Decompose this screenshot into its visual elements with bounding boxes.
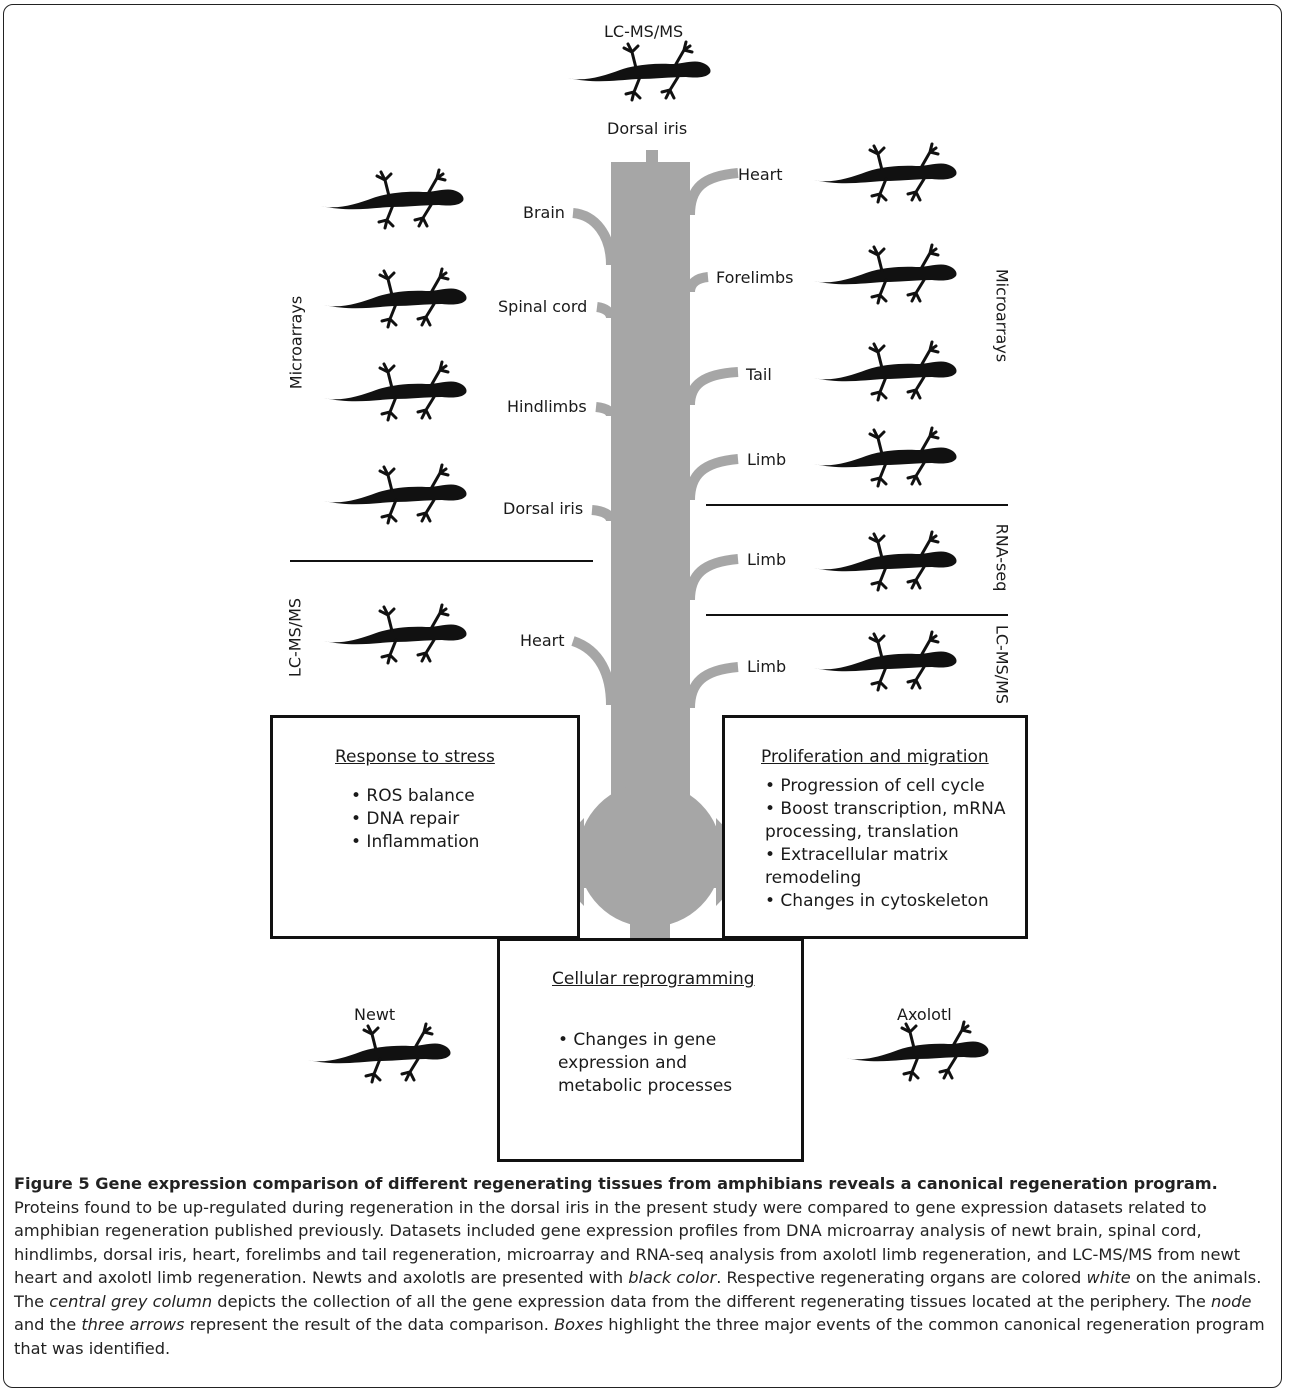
- central-column: [611, 162, 690, 842]
- branch-heart-right: [685, 168, 739, 216]
- stress-box-title: Response to stress: [335, 747, 495, 767]
- caption-text: and the: [14, 1315, 82, 1334]
- axolotl-icon-limb-1: [812, 426, 959, 488]
- label-spinal-cord: Spinal cord: [498, 297, 588, 316]
- top-stub: [646, 150, 658, 164]
- proliferation-box: Proliferation and migration • Progressio…: [722, 715, 1028, 939]
- figure-caption: Figure 5 Gene expression comparison of d…: [14, 1172, 1276, 1360]
- caption-text: . Respective regenerating organs are col…: [716, 1268, 1087, 1287]
- label-brain: Brain: [523, 203, 565, 222]
- branch-hindlimbs: [595, 402, 616, 417]
- branch-limb-2: [685, 554, 739, 601]
- branch-forelimbs: [685, 272, 709, 293]
- stress-item: • ROS balance: [351, 786, 475, 806]
- label-forelimbs: Forelimbs: [716, 268, 794, 287]
- newt-icon-hindlimbs: [322, 360, 469, 422]
- reprogramming-item: • Changes in gene expression and metabol…: [558, 1030, 733, 1096]
- caption-emphasis: central grey column: [49, 1291, 213, 1311]
- newt-icon-top: [566, 40, 713, 102]
- newt-icon-forelimbs: [812, 243, 959, 305]
- proliferation-item: • Extracellular matrix remodeling: [765, 845, 949, 888]
- caption-emphasis: node: [1211, 1291, 1252, 1311]
- label-tail: Tail: [746, 365, 772, 384]
- caption-text: highlight the three major events of the …: [14, 1315, 1265, 1358]
- newt-legend-label: Newt: [354, 1005, 396, 1024]
- branch-tail: [685, 367, 739, 406]
- newt-icon-brain: [319, 168, 466, 230]
- branch-dorsal-iris: [591, 505, 616, 522]
- top-method-label: LC-MS/MS: [604, 22, 684, 41]
- label-limb-3: Limb: [747, 657, 787, 676]
- proliferation-item: • Changes in cytoskeleton: [765, 891, 989, 911]
- caption-text: represent the result of the data compari…: [184, 1315, 555, 1334]
- caption-emphasis: three arrows: [81, 1315, 185, 1334]
- label-heart-right: Heart: [738, 165, 783, 184]
- caption-text: depicts the collection of all the gene e…: [212, 1291, 1212, 1311]
- newt-legend-icon: [306, 1022, 453, 1084]
- reprogramming-box-items: • Changes in gene expression and metabol…: [558, 1029, 758, 1098]
- newt-icon-heart-right: [812, 142, 959, 204]
- stress-item: • Inflammation: [351, 832, 480, 852]
- label-limb-1: Limb: [747, 450, 787, 469]
- stress-box-items: • ROS balance • DNA repair • Inflammatio…: [351, 785, 551, 854]
- label-hindlimbs: Hindlimbs: [507, 397, 587, 416]
- branch-limb-3: [685, 662, 739, 709]
- caption-text: on the animals. The: [14, 1268, 1262, 1311]
- newt-icon-heart-left: [322, 603, 469, 665]
- stress-item: • DNA repair: [351, 809, 460, 829]
- central-node: [578, 783, 722, 927]
- proliferation-box-items: • Progression of cell cycle • Boost tran…: [765, 775, 1027, 913]
- axolotl-legend-icon: [844, 1020, 991, 1082]
- axolotl-icon-limb-2: [812, 530, 959, 592]
- branch-spinal-cord: [596, 302, 616, 319]
- label-dorsal-iris: Dorsal iris: [503, 499, 584, 518]
- newt-icon-dorsal-iris: [322, 463, 469, 525]
- right-separator-2: [706, 614, 1008, 616]
- figure-frame: [3, 4, 1282, 1388]
- stress-box: Response to stress • ROS balance • DNA r…: [270, 715, 580, 939]
- caption-title: Figure 5 Gene expression comparison of d…: [14, 1174, 1218, 1193]
- left-separator: [290, 560, 593, 562]
- newt-icon-spinal-cord: [322, 267, 469, 329]
- caption-emphasis: Boxes: [554, 1315, 604, 1334]
- reprogramming-box-title: Cellular reprogramming: [552, 969, 755, 989]
- label-limb-2: Limb: [747, 550, 787, 569]
- axolotl-legend-label: Axolotl: [897, 1005, 952, 1024]
- proliferation-item: • Boost transcription, mRNA processing, …: [765, 799, 1006, 842]
- caption-text: Proteins found to be up-regulated during…: [14, 1197, 1241, 1288]
- proliferation-item: • Progression of cell cycle: [765, 776, 985, 796]
- branch-limb-1: [685, 454, 739, 501]
- branch-brain: [572, 208, 616, 266]
- right-separator-1: [706, 504, 1008, 506]
- newt-icon-tail: [812, 340, 959, 402]
- reprogramming-box: Cellular reprogramming • Changes in gene…: [497, 938, 804, 1162]
- branch-heart-left: [571, 636, 616, 706]
- top-tissue-label: Dorsal iris: [607, 119, 688, 138]
- label-heart-left: Heart: [520, 631, 565, 650]
- caption-emphasis: black color: [628, 1268, 717, 1287]
- proliferation-box-title: Proliferation and migration: [761, 747, 989, 767]
- caption-emphasis: white: [1086, 1268, 1131, 1287]
- axolotl-icon-limb-3: [812, 630, 959, 692]
